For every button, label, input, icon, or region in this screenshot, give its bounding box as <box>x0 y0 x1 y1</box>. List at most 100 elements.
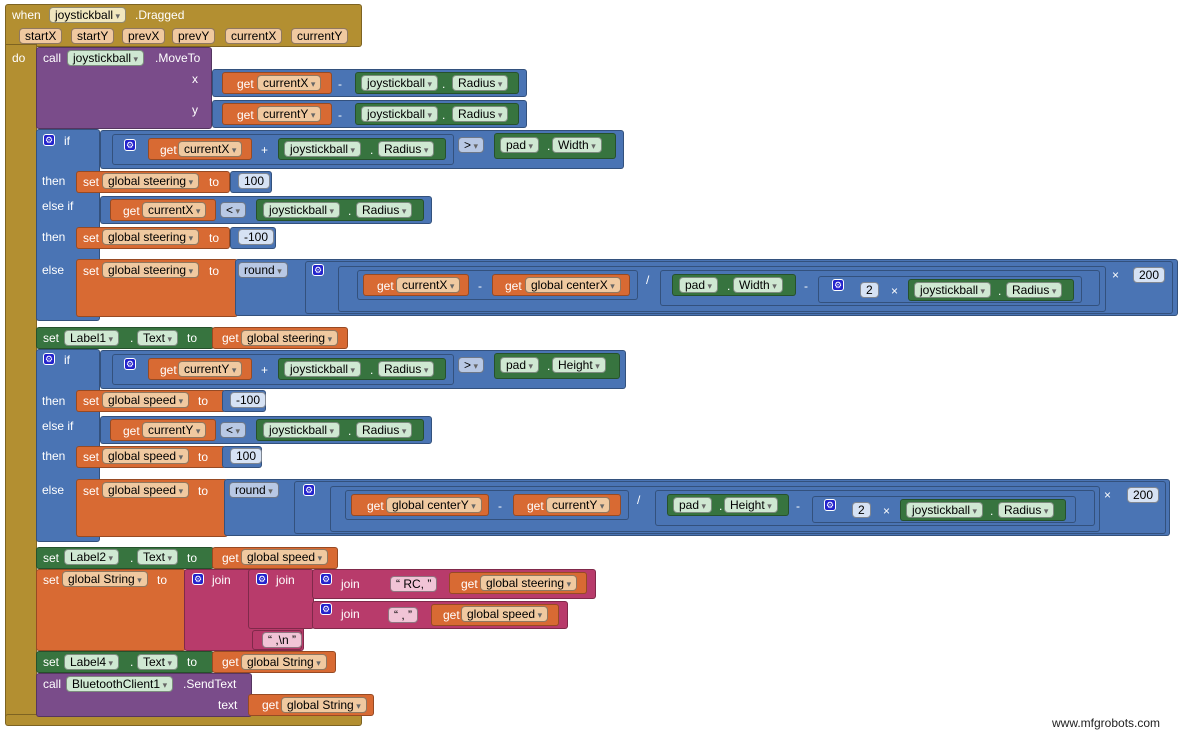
label1-component[interactable]: Label1 <box>64 330 120 346</box>
text-newline[interactable]: “ ,\n ” <box>262 632 303 648</box>
lt-operator[interactable]: < <box>220 422 247 438</box>
param-prevX[interactable]: prevX <box>122 28 166 44</box>
var-global-string[interactable]: global String <box>62 571 148 587</box>
var-global-centerX[interactable]: global centerX <box>525 277 621 293</box>
text-prop[interactable]: Text <box>137 549 179 565</box>
param-startY[interactable]: startY <box>71 28 115 44</box>
var-global-steering[interactable]: global steering <box>102 173 200 189</box>
mutator-gear-icon[interactable]: ⚙ <box>124 358 136 370</box>
num-neg100[interactable]: -100 <box>238 229 275 245</box>
var-global-steering[interactable]: global steering <box>102 229 200 245</box>
bt-component[interactable]: BluetoothClient1 <box>66 676 174 692</box>
mutator-gear-icon[interactable]: ⚙ <box>312 264 324 276</box>
height-prop[interactable]: Height <box>724 497 778 513</box>
dot: . <box>547 359 551 373</box>
gt-operator[interactable]: > <box>458 357 485 373</box>
param-startX[interactable]: startX <box>19 28 63 44</box>
param-currentY[interactable]: currentY <box>291 28 349 44</box>
round-op[interactable]: round <box>238 262 288 278</box>
height-prop[interactable]: Height <box>552 357 606 373</box>
radius-prop[interactable]: Radius <box>356 202 413 218</box>
var-global-steering[interactable]: global steering <box>480 575 578 591</box>
var-global-speed[interactable]: global speed <box>461 606 549 622</box>
lt-operator[interactable]: < <box>220 202 247 218</box>
var-global-centerY[interactable]: global centerY <box>386 497 482 513</box>
text-comma[interactable]: “ , ” <box>388 607 418 623</box>
var-global-speed[interactable]: global speed <box>102 482 190 498</box>
var-global-speed[interactable]: global speed <box>102 448 190 464</box>
label2-component[interactable]: Label2 <box>64 549 120 565</box>
num-neg100[interactable]: -100 <box>230 392 267 408</box>
then-label: then <box>42 174 66 188</box>
var-global-string[interactable]: global String <box>281 697 367 713</box>
var-currentY[interactable]: currentY <box>142 422 207 438</box>
moveto-component[interactable]: joystickball <box>67 50 145 66</box>
mutator-gear-icon[interactable]: ⚙ <box>43 134 55 146</box>
num-200[interactable]: 200 <box>1127 487 1160 503</box>
text-prop[interactable]: Text <box>137 654 179 670</box>
radius-component[interactable]: joystickball <box>906 502 984 518</box>
var-currentX[interactable]: currentX <box>142 202 207 218</box>
mutator-gear-icon[interactable]: ⚙ <box>43 353 55 365</box>
num-2[interactable]: 2 <box>860 282 879 298</box>
gt-operator[interactable]: > <box>458 137 485 153</box>
label4-component[interactable]: Label4 <box>64 654 120 670</box>
radius-prop[interactable]: Radius <box>378 361 435 377</box>
pad-component[interactable]: pad <box>500 357 540 373</box>
radius-component[interactable]: joystickball <box>914 282 992 298</box>
event-component[interactable]: joystickball <box>49 7 127 23</box>
var-currentX[interactable]: currentX <box>178 141 243 157</box>
mutator-gear-icon[interactable]: ⚙ <box>320 603 332 615</box>
mutator-gear-icon[interactable]: ⚙ <box>824 499 836 511</box>
pad-component[interactable]: pad <box>673 497 713 513</box>
radius-prop[interactable]: Radius <box>356 422 413 438</box>
num-2[interactable]: 2 <box>852 502 871 518</box>
var-global-steering[interactable]: global steering <box>102 262 200 278</box>
radius-component[interactable]: joystickball <box>263 202 341 218</box>
radius-prop[interactable]: Radius <box>1006 282 1063 298</box>
pad-component[interactable]: pad <box>500 137 540 153</box>
radius-prop[interactable]: Radius <box>378 141 435 157</box>
var-global-speed[interactable]: global speed <box>241 549 329 565</box>
radius-prop[interactable]: Radius <box>452 106 509 122</box>
width-prop[interactable]: Width <box>552 137 602 153</box>
param-prevY[interactable]: prevY <box>172 28 216 44</box>
dot: . <box>727 279 731 293</box>
minus-op: - <box>804 279 808 293</box>
width-prop[interactable]: Width <box>733 277 783 293</box>
mutator-gear-icon[interactable]: ⚙ <box>124 139 136 151</box>
round-op[interactable]: round <box>229 482 279 498</box>
text-prop[interactable]: Text <box>137 330 179 346</box>
radius-prop[interactable]: Radius <box>452 75 509 91</box>
radius-prop[interactable]: Radius <box>998 502 1055 518</box>
param-currentX[interactable]: currentX <box>225 28 283 44</box>
mutator-gear-icon[interactable]: ⚙ <box>303 484 315 496</box>
get-label: get <box>222 655 239 669</box>
var-currentX[interactable]: currentX <box>396 277 461 293</box>
var-currentY[interactable]: currentY <box>546 497 611 513</box>
pad-component[interactable]: pad <box>679 277 719 293</box>
radius-component[interactable]: joystickball <box>361 75 439 91</box>
mutator-gear-icon[interactable]: ⚙ <box>192 573 204 585</box>
to-label: to <box>198 484 209 498</box>
set-label: set <box>83 394 100 408</box>
num-100[interactable]: 100 <box>238 173 271 189</box>
radius-component[interactable]: joystickball <box>284 141 362 157</box>
var-global-string[interactable]: global String <box>241 654 327 670</box>
num-100[interactable]: 100 <box>230 448 263 464</box>
do-label: do <box>12 51 26 65</box>
text-rc[interactable]: “ RC, ” <box>390 576 438 592</box>
var-global-speed[interactable]: global speed <box>102 392 190 408</box>
radius-component[interactable]: joystickball <box>263 422 341 438</box>
num-200[interactable]: 200 <box>1133 267 1166 283</box>
radius-component[interactable]: joystickball <box>361 106 439 122</box>
var-currentX[interactable]: currentX <box>257 75 322 91</box>
mutator-gear-icon[interactable]: ⚙ <box>256 573 268 585</box>
radius-component[interactable]: joystickball <box>284 361 362 377</box>
var-currentY[interactable]: currentY <box>178 361 243 377</box>
var-global-steering[interactable]: global steering <box>241 330 339 346</box>
var-currentY[interactable]: currentY <box>257 106 322 122</box>
to-label: to <box>187 331 198 345</box>
mutator-gear-icon[interactable]: ⚙ <box>832 279 844 291</box>
mutator-gear-icon[interactable]: ⚙ <box>320 573 332 585</box>
